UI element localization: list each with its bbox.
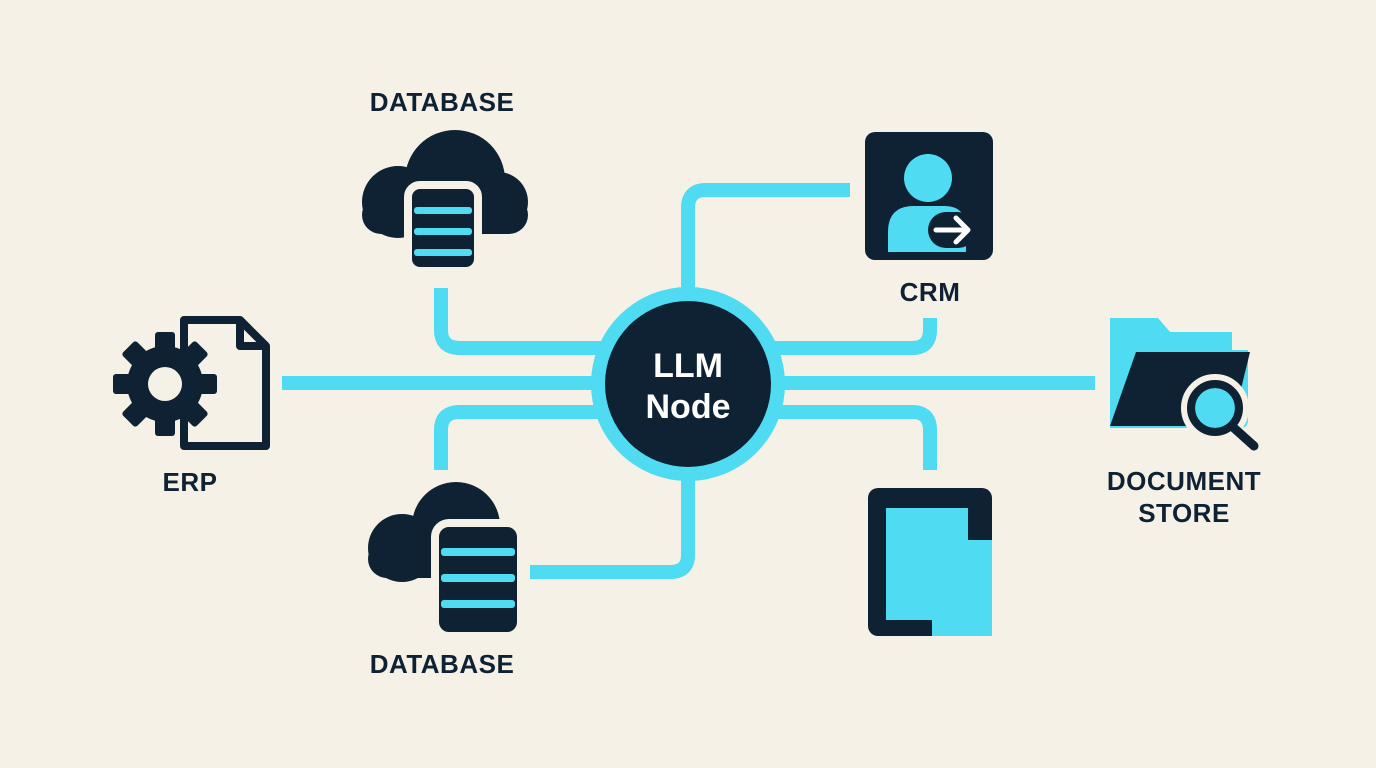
document-store-label: DOCUMENT STORE xyxy=(1084,465,1284,529)
document-tablet-icon xyxy=(868,488,992,636)
user-arrow-icon xyxy=(865,132,993,260)
connectors xyxy=(282,183,1095,579)
connector-tablet xyxy=(770,405,937,470)
llm-node-hub[interactable]: LLM Node xyxy=(591,287,785,481)
folder-search-icon xyxy=(1110,318,1259,451)
connector-database-bottom xyxy=(530,470,695,579)
cloud-database-icon xyxy=(368,482,525,640)
hub-label-line1: LLM xyxy=(653,347,723,385)
hub-ring xyxy=(591,287,785,481)
crm-label: CRM xyxy=(899,277,961,307)
connector-crm-top xyxy=(681,183,850,290)
database-bottom-label: DATABASE xyxy=(369,649,515,679)
hub-label-line2: Node xyxy=(646,388,731,426)
gear-document-icon xyxy=(113,316,270,450)
document-store-label-line2: STORE xyxy=(1138,498,1230,528)
cloud-database-icon xyxy=(362,130,528,275)
connector-database-top xyxy=(434,288,610,355)
database-top-label: DATABASE xyxy=(369,87,515,117)
connector-crm-right xyxy=(770,318,937,355)
erp-label: ERP xyxy=(162,467,218,497)
connector-database-middle xyxy=(434,405,610,470)
document-store-label-line1: DOCUMENT xyxy=(1106,466,1262,496)
